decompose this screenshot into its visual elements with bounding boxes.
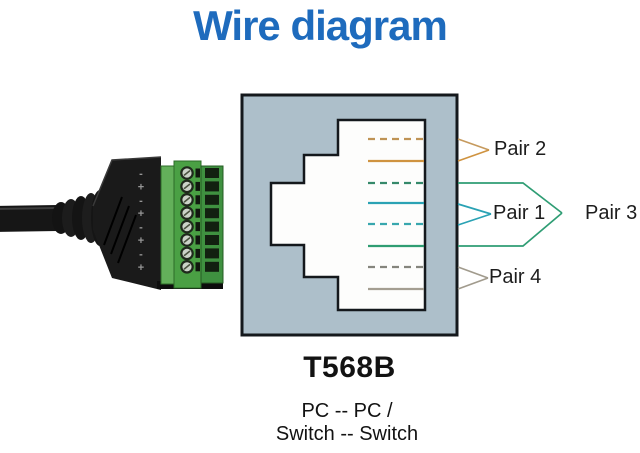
plug-hole — [205, 235, 219, 245]
wire-clamp-opening — [195, 235, 200, 245]
terminal-flange — [160, 165, 175, 285]
plug-hole — [205, 208, 219, 219]
screw-slot — [183, 183, 191, 190]
pair-4-line-1 — [457, 266, 489, 279]
screw-slot — [183, 236, 191, 244]
pair-2-line-1 — [457, 138, 490, 151]
connector-body — [93, 157, 161, 290]
plug-hole — [205, 248, 219, 259]
screw-slot — [183, 210, 191, 217]
terminal-details: -+-+-+-+ — [138, 166, 219, 274]
terminal-block-connector: -+-+-+-+ — [0, 156, 224, 290]
cable — [0, 205, 68, 232]
pair-3-line-2 — [458, 212, 563, 247]
polarity-mark: - — [139, 248, 143, 260]
wire-clamp-opening — [195, 208, 200, 218]
pair-2-label: Pair 2 — [494, 138, 547, 161]
plug-hole — [205, 221, 219, 232]
polarity-mark: - — [139, 222, 143, 234]
usage-note-line2: Switch -- Switch — [275, 423, 419, 445]
wire-clamp-opening — [195, 262, 200, 272]
screw-slot — [183, 250, 191, 257]
wiring-standard-label: T568B — [303, 351, 396, 384]
usage-note: PC -- PC / Switch -- Switch — [182, 400, 512, 446]
pair-fanout-lines — [457, 138, 563, 290]
polarity-mark: + — [138, 235, 144, 247]
wire-clamp-opening — [195, 168, 200, 178]
plug-hole — [205, 194, 219, 205]
plug-hole — [205, 168, 219, 178]
connector-grooves — [103, 196, 137, 264]
polarity-mark: - — [139, 168, 143, 180]
plug-hole — [205, 181, 219, 192]
polarity-mark: + — [138, 208, 144, 220]
screw-slot — [183, 169, 191, 177]
rj45-socket-outline — [269, 118, 427, 312]
screw-slot — [183, 196, 191, 203]
polarity-mark: + — [138, 262, 144, 274]
pair-3-label: Pair 3 — [585, 202, 638, 225]
plug-hole — [205, 261, 219, 272]
wire-clamp-opening — [195, 222, 200, 232]
usage-note-line1: PC -- PC / — [301, 400, 393, 422]
pair-1-line-1 — [457, 203, 492, 215]
page-title: Wire diagram — [193, 2, 448, 49]
wire-clamp-opening — [195, 181, 200, 191]
wire-clamp-opening — [195, 195, 200, 205]
pair-4-line-2 — [457, 277, 489, 290]
pair-1-label: Pair 1 — [493, 202, 546, 225]
pair-4-label: Pair 4 — [489, 266, 542, 289]
screw-slot — [183, 223, 191, 230]
connector-body-highlight — [92, 156, 162, 207]
pair-1-line-2 — [457, 213, 492, 226]
cable-highlight — [0, 207, 57, 210]
polarity-mark: + — [138, 181, 144, 193]
screw-slot — [183, 263, 191, 270]
polarity-mark: - — [139, 195, 143, 207]
jack-wires — [368, 137, 424, 291]
pair-2-line-2 — [457, 149, 490, 162]
pair-3-line-1 — [458, 182, 563, 214]
wire-clamp-opening — [195, 248, 200, 258]
